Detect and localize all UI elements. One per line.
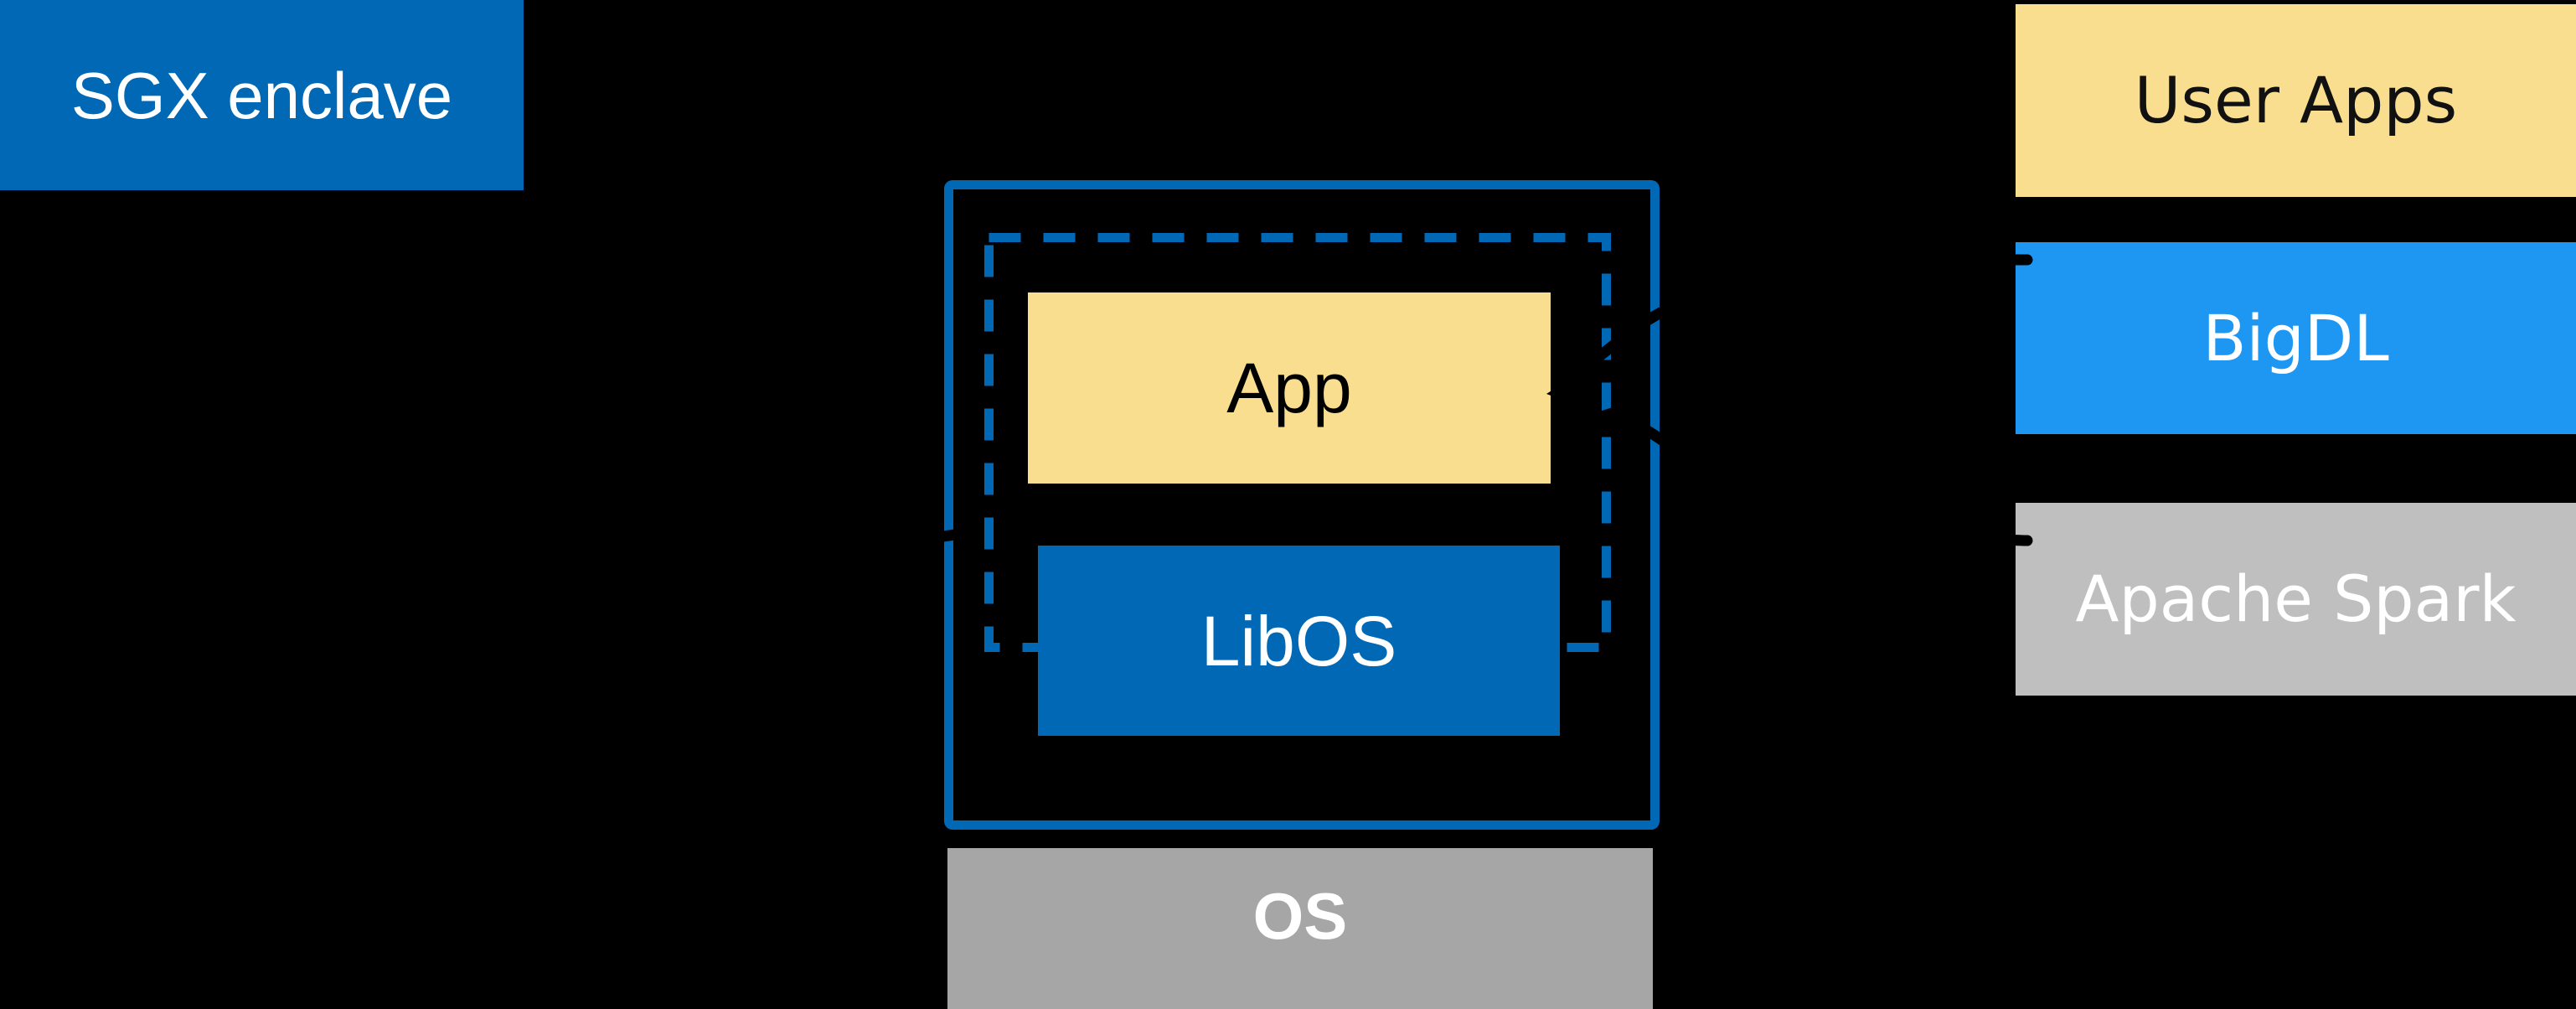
os-label: OS	[1252, 879, 1348, 953]
bigdl-label: BigDL	[2202, 300, 2389, 375]
sgx-arrow-line-icon	[524, 508, 966, 551]
libos-box: LibOS	[1038, 546, 1560, 736]
app-box: App	[1028, 292, 1551, 484]
stack-to-enclave-arrow-line-icon	[1614, 411, 2033, 546]
sgx-enclave-box: SGX enclave	[0, 0, 524, 190]
sgx-enclave-label: SGX enclave	[70, 58, 453, 132]
apache-spark-label: Apache Spark	[2075, 561, 2517, 636]
sgx-arrow-tail-dot-icon	[521, 504, 539, 523]
bigdl-box: BigDL	[2016, 242, 2576, 434]
user-apps-box: User Apps	[2016, 4, 2576, 197]
app-label: App	[1226, 349, 1352, 427]
libos-label: LibOS	[1200, 601, 1397, 680]
apache-spark-box: Apache Spark	[2016, 503, 2576, 696]
user-apps-label: User Apps	[2134, 63, 2458, 137]
os-box: OS	[947, 848, 1653, 1009]
